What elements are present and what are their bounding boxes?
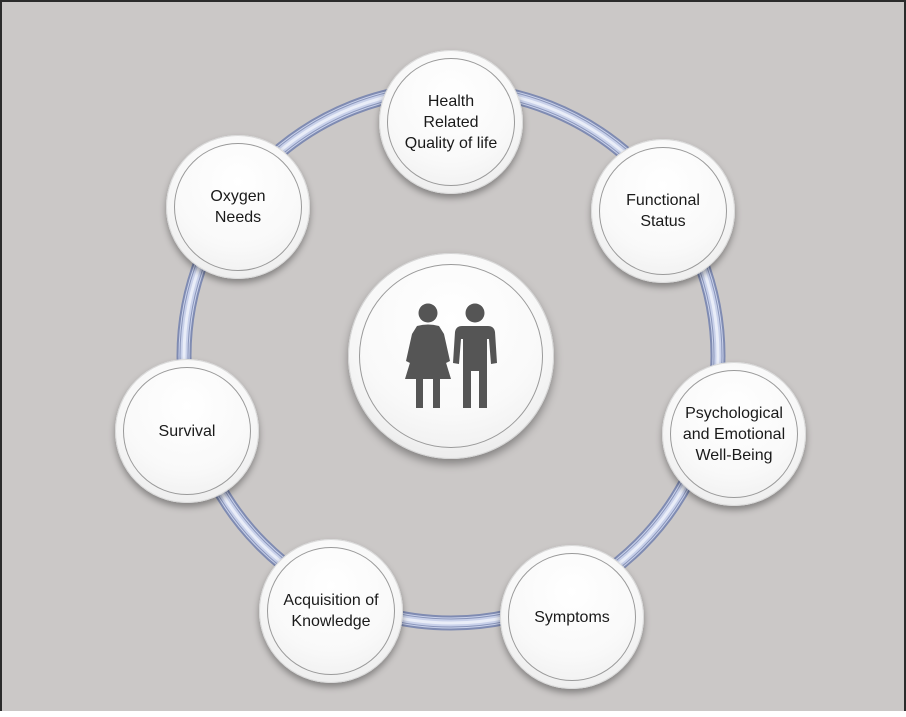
node-oxygen-needs: Oxygen Needs	[166, 135, 310, 279]
node-label-functional-status: Functional Status	[626, 192, 700, 230]
node-survival: Survival	[115, 359, 259, 503]
center-node	[348, 253, 554, 459]
node-label-knowledge: Acquisition of Knowledge	[283, 592, 379, 630]
people-icon	[405, 303, 497, 408]
node-label-survival: Survival	[158, 422, 216, 440]
node-health-related-quality-of-life: Health Related Quality of life	[379, 50, 523, 194]
node-label-psychological: Psychological and Emotional Well-Being	[682, 404, 786, 464]
node-label-oxygen-needs: Oxygen Needs	[210, 188, 266, 226]
node-label-symptoms: Symptoms	[534, 608, 610, 626]
frame-bottom-margin	[0, 711, 906, 717]
node-label-hrqol: Health Related Quality of life	[404, 92, 498, 152]
node-functional-status: Functional Status	[591, 139, 735, 283]
node-acquisition-of-knowledge: Acquisition of Knowledge	[259, 539, 403, 683]
node-psychological-emotional-well-being: Psychological and Emotional Well-Being	[662, 362, 806, 506]
node-symptoms: Symptoms	[500, 545, 644, 689]
